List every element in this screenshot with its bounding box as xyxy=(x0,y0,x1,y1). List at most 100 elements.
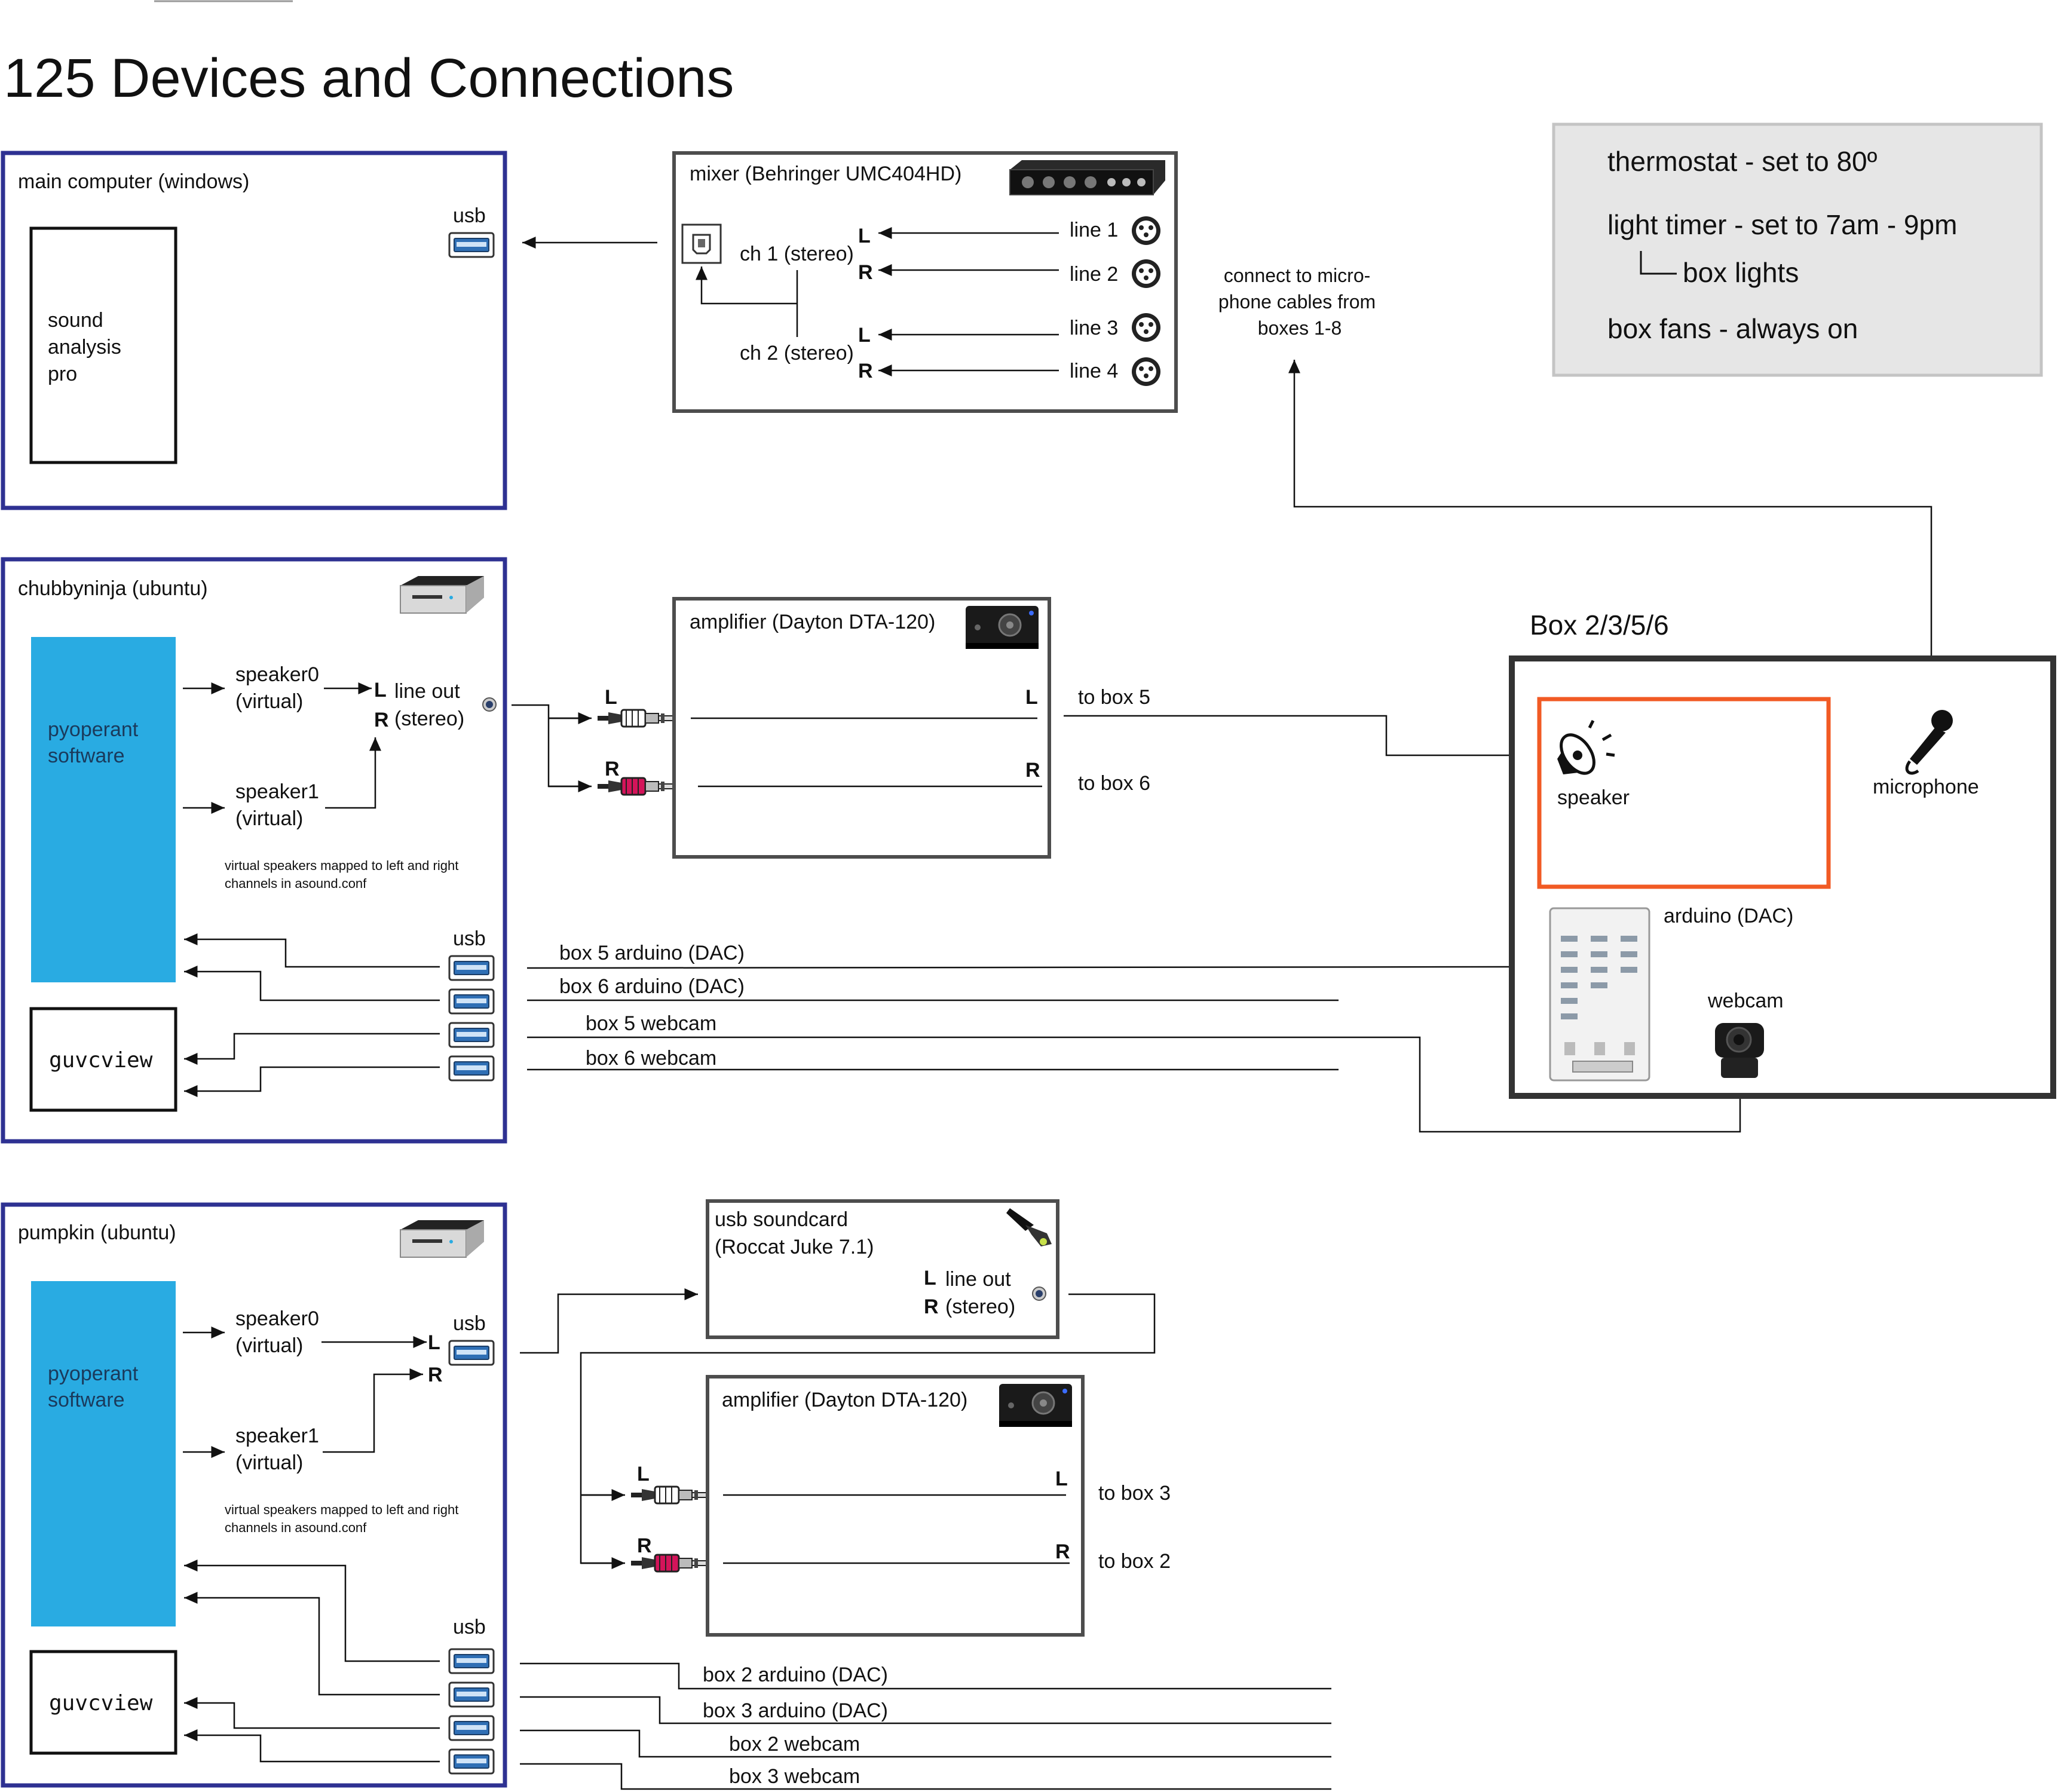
mixer-usb-b-port[interactable] xyxy=(681,223,722,264)
mixer-panel: mixer (Behringer UMC404HD) ch 1 (stereo)… xyxy=(672,151,1178,413)
xlr-jack-3[interactable] xyxy=(1132,313,1160,342)
cn-guvcview-label: guvcview xyxy=(49,1048,153,1073)
pk-L-label: L xyxy=(428,1331,440,1354)
mixer-r2: R xyxy=(858,360,873,382)
main-computer-usb-label: usb xyxy=(453,204,486,227)
cn-usb-port-3[interactable] xyxy=(448,1022,495,1048)
pk-usb-label: usb xyxy=(453,1616,486,1638)
pumpkin-software-block xyxy=(31,1281,176,1626)
pk-usb-port-2[interactable] xyxy=(448,1681,495,1708)
pk-speaker1-label: speaker1 (virtual) xyxy=(235,1425,324,1474)
cn-conn-box6-webcam: box 6 webcam xyxy=(586,1047,716,1070)
microphone-to-mixer-line xyxy=(1288,360,1933,698)
amplifier2-R-label: R xyxy=(1055,1540,1070,1563)
rca1-red-plug[interactable] xyxy=(598,777,681,796)
cn-usb2-arrow xyxy=(184,966,440,1001)
pk-usb-port-3[interactable] xyxy=(448,1715,495,1741)
page-title: 125 Devices and Connections xyxy=(4,48,734,109)
pk-usb2-arrow xyxy=(184,1592,440,1696)
line4-label: line 4 xyxy=(1070,360,1118,382)
pk-speaker1-to-R-arrow xyxy=(323,1368,423,1453)
cn-usb-label: usb xyxy=(453,927,486,950)
cn-lineout-to-rca xyxy=(512,704,589,788)
cn-speaker1-label: speaker1 (virtual) xyxy=(235,780,324,830)
soundcard-title: usb soundcard (Roccat Juke 7.1) xyxy=(715,1208,874,1258)
pk-usb-to-soundcard-line xyxy=(520,1288,698,1354)
pumpkin-software-label: pyoperant software xyxy=(48,1362,144,1411)
box-microphone-label: microphone xyxy=(1873,776,1979,798)
mixer-ch2-label: ch 2 (stereo) xyxy=(740,342,854,364)
mixer-ch1-label: ch 1 (stereo) xyxy=(740,243,854,265)
chubbyninja-pc-image xyxy=(400,575,485,614)
pumpkin-pc-image xyxy=(400,1220,485,1258)
pumpkin-panel: pumpkin (ubuntu) pyoperant software spea… xyxy=(1,1202,507,1788)
microphone-icon xyxy=(1905,710,1953,775)
amplifier1-title: amplifier (Dayton DTA-120) xyxy=(690,611,935,633)
xlr-jack-4[interactable] xyxy=(1132,357,1160,386)
mixer-image xyxy=(1009,160,1166,195)
cn-R-label: R xyxy=(374,709,389,731)
cn-line-out-jack[interactable] xyxy=(482,697,497,712)
box-webcam-label: webcam xyxy=(1707,990,1784,1012)
xlr-jack-2[interactable] xyxy=(1132,259,1160,288)
amp1-to-box-speaker-line xyxy=(1064,715,1530,756)
amp2-to-box3-label: to box 3 xyxy=(1098,1482,1171,1505)
sound-analysis-pro-window xyxy=(29,226,177,464)
mixer-l2: L xyxy=(858,324,871,347)
rca1-white-plug[interactable] xyxy=(598,709,681,728)
amplifier1-R-label: R xyxy=(1025,759,1040,782)
pk-usb1-arrow xyxy=(184,1560,440,1662)
line1-label: line 1 xyxy=(1070,219,1118,241)
pk-usb-soundcard-port[interactable] xyxy=(448,1340,495,1366)
cn-line-box5-webcam xyxy=(527,1036,1741,1133)
line2-label: line 2 xyxy=(1070,263,1118,286)
amplifier1-image xyxy=(964,605,1040,650)
mixer-channel-link xyxy=(702,266,798,337)
microphone-connection-note: connect to micro- phone cables from boxe… xyxy=(1218,265,1381,339)
thermostat-setting: thermostat - set to 80º xyxy=(1607,146,1878,177)
pk-usb-top-label: usb xyxy=(453,1312,486,1335)
cn-line-box5-arduino xyxy=(526,966,1527,969)
light-timer-branch xyxy=(1640,251,1677,275)
rca2-red-plug[interactable] xyxy=(631,1554,715,1573)
cn-usb-port-2[interactable] xyxy=(448,988,495,1015)
cn-usb1-arrow xyxy=(184,933,440,968)
soundcard-L-label: L xyxy=(924,1267,936,1289)
pk-usb-port-4[interactable] xyxy=(448,1748,495,1775)
soundcard-R-label: R xyxy=(924,1295,939,1318)
pk-conn-box3-webcam: box 3 webcam xyxy=(729,1765,860,1788)
cn-mapping-note: virtual speakers mapped to left and righ… xyxy=(225,858,462,891)
main-computer-panel: main computer (windows) usb sound analys… xyxy=(1,151,507,510)
cn-usb3-arrow xyxy=(184,1033,440,1065)
cn-guvcview-window xyxy=(29,1007,177,1112)
main-computer-usb-port[interactable] xyxy=(448,232,495,258)
line3-label: line 3 xyxy=(1070,317,1118,339)
box-arduino-label: arduino (DAC) xyxy=(1664,905,1793,927)
sound-analysis-pro-label: sound analysis pro xyxy=(48,309,127,385)
cn-usb-port-4[interactable] xyxy=(448,1055,495,1082)
pk-line-box2-webcam xyxy=(520,1729,1331,1758)
pk-line-box3-arduino xyxy=(520,1696,1331,1724)
box-speaker-label: speaker xyxy=(1557,786,1630,809)
cn-usb-port-1[interactable] xyxy=(448,955,495,981)
amp1-to-box5-label: to box 5 xyxy=(1078,686,1150,709)
box-lights-setting: box lights xyxy=(1683,257,1799,288)
chubbyninja-software-label: pyoperant software xyxy=(48,718,144,767)
soundcard-line-out-label: line out (stereo) xyxy=(945,1268,1016,1318)
pk-usb-port-1[interactable] xyxy=(448,1648,495,1674)
pk-conn-box2-webcam: box 2 webcam xyxy=(729,1733,860,1756)
soundcard-panel: usb soundcard (Roccat Juke 7.1) L R line… xyxy=(706,1199,1059,1339)
arduino-dac-image xyxy=(1549,907,1650,1082)
xlr-jack-1[interactable] xyxy=(1132,216,1160,245)
rca2-white-plug[interactable] xyxy=(631,1485,715,1505)
pk-guvcview-label: guvcview xyxy=(49,1691,153,1716)
mixer-r1: R xyxy=(858,261,873,284)
box-speaker-area xyxy=(1537,697,1831,889)
box-panel: Box 2/3/5/6 speaker microphone xyxy=(1509,609,2056,1099)
chubbyninja-title: chubbyninja (ubuntu) xyxy=(18,577,208,600)
mixer-l1: L xyxy=(858,225,871,247)
soundcard-line-out-jack[interactable] xyxy=(1032,1286,1046,1301)
amplifier2-L-label: L xyxy=(1055,1468,1068,1490)
amp1-to-box6-label: to box 6 xyxy=(1078,772,1150,795)
